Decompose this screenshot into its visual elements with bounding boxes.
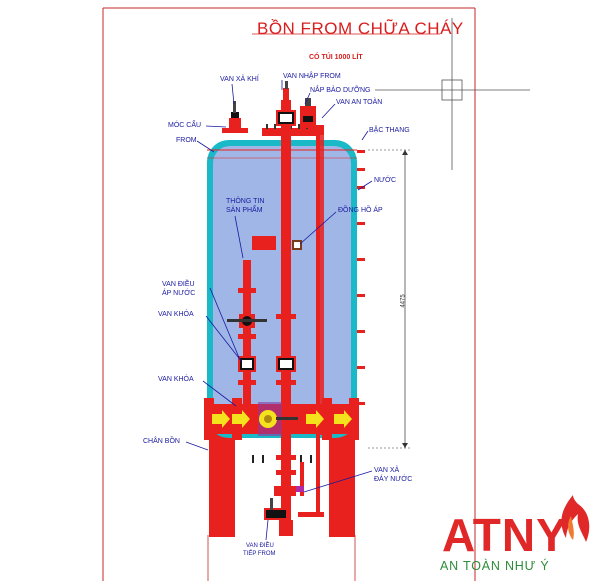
safety-valve-pipe <box>298 125 324 517</box>
main-pipe <box>281 100 291 520</box>
drawing-frame <box>102 7 476 581</box>
cad-crosshair <box>375 18 530 170</box>
label-van-khoa-2: VAN KHÓA <box>158 376 194 383</box>
label-moc-cau: MÓC CẨU <box>168 122 202 129</box>
foam-inlet-valve <box>276 81 296 126</box>
logo-text: ATNY <box>442 509 568 561</box>
label-bac-thang: BẬC THANG <box>369 127 410 134</box>
label-thong-tin-line1: THÔNG TIN <box>226 198 265 205</box>
drawing-title: BỒN FROM CHỮA CHÁY <box>257 19 464 38</box>
label-van-xa-khi: VAN XẢ KHÍ <box>220 76 259 83</box>
label-chan-bon: CHÂN BỒN <box>143 438 180 445</box>
label-from: FROM <box>176 137 197 144</box>
label-van-khoa-1: VAN KHÓA <box>158 311 194 318</box>
label-van-nhap-from: VAN NHẬP FROM <box>283 73 341 80</box>
label-van-an-toan: VAN AN TOÀN <box>336 99 383 106</box>
bottom-manifold <box>204 398 359 440</box>
label-van-dieu-ap-line1: VAN ĐIỀU <box>162 281 195 288</box>
label-van-dieu-tiep-line1: VAN ĐIỀU <box>246 543 274 549</box>
label-van-dieu-ap-line2: ÁP NƯỚC <box>162 290 196 297</box>
label-van-xa-day-line2: ĐÁY NƯỚC <box>374 476 413 483</box>
pressure-regulator-branch <box>227 260 267 410</box>
ladder-rungs <box>357 150 365 405</box>
label-dong-ho-ap: ĐỒNG HỒ ÁP <box>338 207 383 214</box>
bottom-piping <box>252 436 312 536</box>
label-nap-bao-duong: NẮP BẢO DƯỠNG <box>310 87 371 94</box>
tank-legs <box>209 425 355 537</box>
maintenance-cover <box>300 98 316 128</box>
leader-lines <box>185 80 373 541</box>
logo-tagline: AN TOÀN NHƯ Ý <box>440 559 550 573</box>
drawing-subtitle: CÓ TÚI 1000 LÍT <box>309 54 363 61</box>
air-vent-valve <box>222 101 248 133</box>
label-van-dieu-tiep-line2: TIẾP FROM <box>243 551 276 557</box>
dimension-line <box>368 149 410 449</box>
label-nuoc: NƯỚC <box>374 177 397 184</box>
label-van-xa-day-line1: VAN XẢ <box>374 467 400 474</box>
info-plate <box>252 236 276 250</box>
label-thong-tin-line2: SẢN PHẨM <box>226 207 263 214</box>
pressure-gauge <box>292 240 302 250</box>
main-pipe-valve <box>276 314 296 385</box>
